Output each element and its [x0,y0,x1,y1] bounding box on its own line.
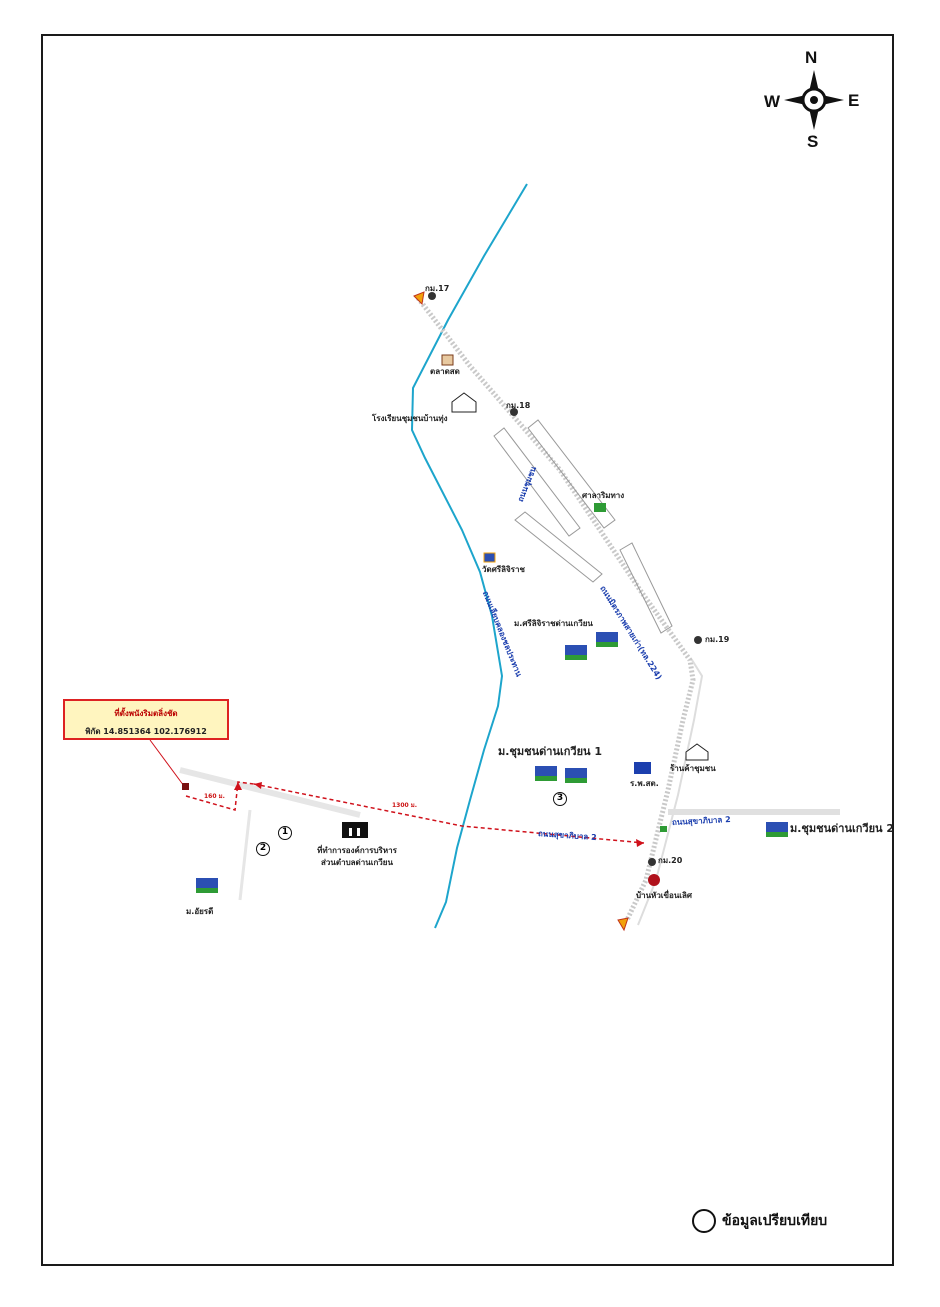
village-house-icons [196,632,788,893]
compass-rose-icon [784,70,844,130]
compass-north-label: N [805,48,818,67]
map-frame [41,34,894,1266]
office-door-1 [349,828,352,836]
legend: ข้อมูลเปรียบเทียบ [692,1204,827,1238]
office-label: ที่ทำการองค์การบริหารส่วนตำบลด่านเกวียน [317,846,397,867]
community2-label: ม.ชุมชนด่านเกวียน 2 [790,822,895,835]
site-callout-box: ที่ตั้งพนังริมตลิ่งชัด พิกัด 14.851364 1… [63,699,229,740]
km19-label: กม.19 [705,635,730,644]
road-west-2 [238,809,252,901]
signal-icon [660,826,667,832]
compass-south-label: S [807,132,819,151]
river-line [410,183,528,929]
distance-short-label: 160 ม. [204,793,225,800]
callout-title: ที่ตั้งพนังริมตลิ่งชัด [114,709,178,718]
compass-west-label: W [764,92,781,111]
km20-label: กม.20 [658,856,683,865]
km-post-icons [428,292,702,866]
km17-label: กม.17 [425,284,450,293]
marker-2: 2 [256,842,270,856]
distance-long-label: 1300 ม. [392,802,418,809]
school-icon [451,392,477,413]
market-label: ตลาดสด [430,367,460,376]
highway-edge [637,659,704,926]
community1-label: ม.ชุมชนด่านเกวียน 1 [498,745,603,758]
temple-label: วัดศรีลิจิราช [482,565,525,574]
clinic-icon [685,743,709,761]
highway-line [416,296,696,922]
route-long [253,783,645,844]
site-marker [182,783,189,790]
police-label: ร.พ.สต. [630,779,659,788]
route-arrow-start [254,782,262,789]
bank-icon [648,874,660,886]
police-icon [634,762,651,774]
market-icon [441,354,454,366]
end-arrow-icon [617,917,629,932]
bank-label: บ้านหัวเขื่อนเลิศ [636,891,692,900]
village1-label: ม.ศรีลิจิราชด่านเกวียน [514,619,593,628]
callout-pointer [149,739,185,787]
compass-east-label: E [848,91,860,110]
temple-icon [483,552,496,563]
km18-label: กม.18 [506,401,531,410]
start-arrow-icon [413,291,425,306]
route-short [185,781,255,811]
rest-icon [594,503,606,512]
marker-1: 1 [278,826,292,840]
marker-3: 3 [553,792,567,806]
rest-label: ศาลาริมทาง [582,491,625,500]
building-outlines [493,419,673,634]
road-west [179,767,361,818]
office-door-2 [357,828,360,836]
route-arrow-mid [234,782,242,790]
village-west-label: ม.อัยรดี [186,907,214,916]
callout-coordinates: พิกัด 14.851364 102.176912 [85,727,207,736]
legend-label: ข้อมูลเปรียบเทียบ [722,1213,828,1229]
clinic-label: ร้านค้าชุมชน [670,764,716,773]
school-label: โรงเรียนชุมชนบ้านทุ่ง [372,414,448,423]
legend-circle-icon [692,1209,716,1233]
route-arrow-end [636,839,644,847]
office-building-icon [342,822,368,838]
